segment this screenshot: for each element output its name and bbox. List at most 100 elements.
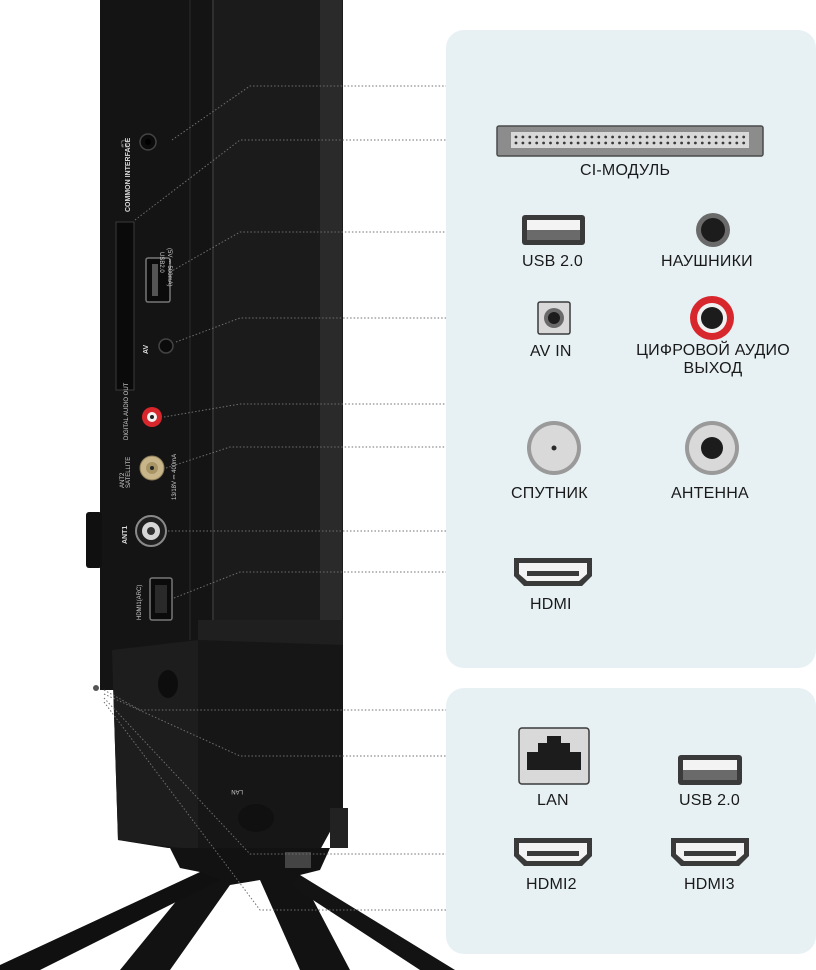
ci-pin-dot bbox=[700, 135, 704, 139]
label-hdmi3: HDMI3 bbox=[684, 876, 735, 893]
ci-pin-dot bbox=[625, 141, 628, 145]
ci-pin-dot bbox=[521, 141, 525, 145]
bottom-connectors-panel bbox=[446, 688, 816, 954]
tv-marking-usb-rating: (5V ⎓ 500mA) bbox=[166, 248, 172, 286]
ci-pin-dot bbox=[687, 141, 690, 145]
tv-satellite-coax bbox=[139, 455, 165, 481]
ci-pin-dot bbox=[666, 141, 670, 145]
tv-stand bbox=[120, 848, 350, 970]
ci-pin-dot bbox=[590, 141, 594, 145]
ci-pin-dot bbox=[618, 141, 621, 145]
ci-pin-dot bbox=[645, 135, 649, 139]
ci-pin-dot bbox=[576, 141, 580, 145]
label-usb-bottom: USB 2.0 bbox=[679, 792, 740, 809]
ci-pin-dot bbox=[569, 135, 573, 139]
ci-pin-dot bbox=[659, 141, 663, 145]
ci-pin-dot bbox=[597, 135, 601, 139]
ci-pin-dot bbox=[645, 141, 649, 145]
tv-digital-audio-out bbox=[142, 407, 162, 427]
ci-pin-dot bbox=[542, 135, 545, 139]
usb-icon bbox=[522, 215, 585, 245]
ci-pin-dot bbox=[542, 141, 545, 145]
tv-usb-port bbox=[145, 257, 171, 303]
ci-pin-dot bbox=[562, 135, 566, 139]
ci-pin-dot bbox=[631, 141, 635, 145]
ci-pin-dot bbox=[638, 135, 642, 139]
ci-pin-dot bbox=[604, 135, 608, 139]
ci-pin-dot bbox=[673, 135, 677, 139]
svg-text:🎧: 🎧 bbox=[120, 139, 129, 148]
tv-marking-sat-rating: 13/18V ⎓ 400mA bbox=[172, 454, 178, 500]
tv-marking-usb: USB2.0 bbox=[158, 252, 164, 273]
tv-marking-satellite: SATELLITE bbox=[126, 457, 132, 488]
ci-module-icon bbox=[496, 125, 764, 157]
ci-pin-dot bbox=[556, 141, 559, 145]
ci-pin-dot bbox=[721, 141, 725, 145]
satellite-icon bbox=[527, 421, 581, 475]
ci-pin-dot bbox=[666, 135, 670, 139]
tv-marking-common-interface: COMMON INTERFACE bbox=[125, 137, 132, 212]
ci-pin-dot bbox=[569, 141, 573, 145]
ci-pin-dot bbox=[535, 141, 539, 145]
tv-antenna-jack bbox=[135, 515, 167, 547]
label-antenna: АНТЕННА bbox=[671, 485, 749, 502]
headphone-jack: 🎧 bbox=[120, 133, 157, 151]
ci-pin-dot bbox=[652, 135, 656, 139]
ci-pin-dot bbox=[728, 135, 732, 139]
ci-pin-dot bbox=[528, 141, 532, 145]
ci-pin-dot bbox=[680, 135, 683, 139]
hdmi2-icon bbox=[514, 838, 592, 866]
ci-pin-dot bbox=[742, 135, 746, 139]
ci-pin-dot bbox=[631, 135, 635, 139]
ci-pin-dot bbox=[694, 141, 697, 145]
hdmi3-icon bbox=[671, 838, 749, 866]
antenna-icon bbox=[685, 421, 739, 475]
ci-pin-dot bbox=[549, 141, 552, 145]
ci-pin-dot bbox=[562, 141, 566, 145]
ci-pin-dot bbox=[618, 135, 621, 139]
ci-pin-dot bbox=[514, 141, 518, 145]
ci-pin-dot bbox=[597, 141, 601, 145]
ci-pin-dot bbox=[694, 135, 697, 139]
ci-pin-dot bbox=[728, 141, 732, 145]
ci-pin-dot bbox=[549, 135, 552, 139]
headphones-icon bbox=[696, 213, 730, 247]
label-digital-audio-out: ЦИФРОВОЙ АУДИО ВЫХОД bbox=[636, 342, 790, 377]
ci-pin-dot bbox=[556, 135, 559, 139]
tv-marking-ant1: ANT1 bbox=[122, 526, 129, 544]
ci-pin-dot bbox=[735, 135, 739, 139]
ci-pin-dot bbox=[687, 135, 690, 139]
label-usb: USB 2.0 bbox=[522, 253, 583, 270]
ci-pin-dot bbox=[583, 141, 587, 145]
label-hdmi2: HDMI2 bbox=[526, 876, 577, 893]
tv-marking-ant2: ANT2 bbox=[120, 472, 126, 488]
label-lan: LAN bbox=[537, 792, 569, 809]
av-in-icon bbox=[537, 301, 571, 335]
label-av-in: AV IN bbox=[530, 343, 572, 360]
ci-pin-dot bbox=[583, 135, 587, 139]
label-headphones: НАУШНИКИ bbox=[661, 253, 753, 270]
tv-marking-lan: LAN bbox=[231, 788, 243, 794]
ci-pin-dot bbox=[604, 141, 608, 145]
usb-bottom-icon bbox=[678, 755, 742, 785]
ci-pin-dot bbox=[528, 135, 532, 139]
ci-pin-dot bbox=[707, 135, 711, 139]
ci-pin-dot bbox=[735, 141, 739, 145]
ci-pin-dot bbox=[673, 141, 677, 145]
digital-audio-icon bbox=[690, 296, 734, 340]
tv-av-jack bbox=[158, 338, 174, 354]
ci-pin-dot bbox=[625, 135, 628, 139]
ci-pin-dot bbox=[714, 141, 718, 145]
label-hdmi: HDMI bbox=[530, 596, 572, 613]
ci-slot bbox=[115, 221, 135, 391]
tv-frame-edge bbox=[320, 0, 342, 640]
ci-pin-dot bbox=[659, 135, 663, 139]
ci-pin-dot bbox=[680, 141, 683, 145]
label-ci-module: CI-МОДУЛЬ bbox=[580, 162, 671, 179]
tv-hdmi1-port bbox=[149, 577, 173, 621]
ci-pin-dot bbox=[535, 135, 539, 139]
ci-pin-dot bbox=[721, 135, 725, 139]
ci-pin-dot bbox=[590, 135, 594, 139]
